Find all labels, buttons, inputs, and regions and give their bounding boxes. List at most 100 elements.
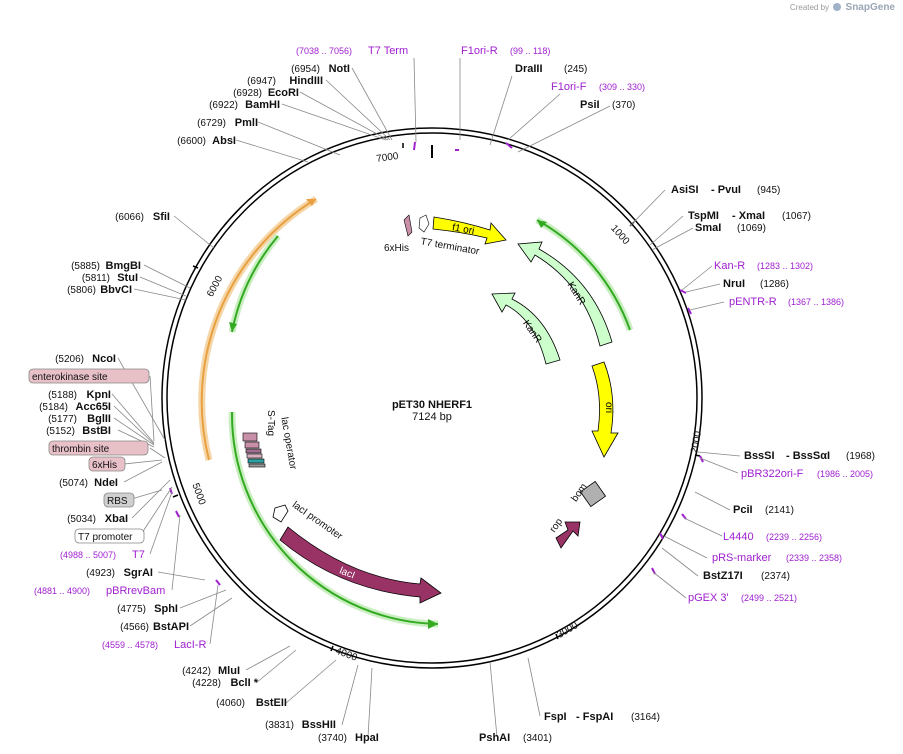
enzyme-pmli: PmlI xyxy=(235,117,258,129)
feature-his-block xyxy=(246,453,263,459)
box-enterokinase xyxy=(28,368,150,384)
orf-green-3-arrowhead xyxy=(428,619,438,629)
feature-f1-ori xyxy=(432,216,507,245)
enzyme-smai: SmaI xyxy=(695,222,721,234)
enzyme-bbvci: BbvCI xyxy=(100,284,132,296)
enzyme-bcli: BclI * xyxy=(230,677,258,689)
box-enterokinase-label: enterokinase site xyxy=(32,372,108,383)
enzyme-sphi: SphI xyxy=(154,603,178,615)
box-rbs xyxy=(103,492,135,508)
enzyme-acc65i-pos: (5184) xyxy=(39,402,68,413)
plasmid-size: 7124 bp xyxy=(412,411,452,423)
enzyme-sfii: SfiI xyxy=(153,211,170,223)
orf-green-2-arrowhead xyxy=(537,220,547,228)
enzyme-asisi: AsiSI xyxy=(671,184,699,196)
enzyme-ndei-pos: (5074) xyxy=(59,478,88,489)
enzyme-stui-pos: (5811) xyxy=(82,273,110,284)
feature-enterokinase-block xyxy=(244,441,260,449)
primer-f1ori-r: F1ori-R xyxy=(461,45,498,57)
enzyme-xbai: XbaI xyxy=(105,513,128,525)
enzyme-bsssai: - BssSαI xyxy=(786,450,830,462)
primer-l4440-range: (2239 .. 2256) xyxy=(766,532,822,542)
primer-pentr-r-range: (1367 .. 1386) xyxy=(788,297,844,307)
feature-kanr-inner xyxy=(491,292,561,365)
enzyme-pvui: - PvuI xyxy=(711,184,741,196)
enzyme-bglii: BglII xyxy=(87,413,111,425)
primer-kan-r: Kan-R xyxy=(714,260,745,272)
enzyme-bsshii: BssHII xyxy=(302,719,336,731)
feature-rop xyxy=(555,521,581,549)
enzyme-hpai: HpaI xyxy=(355,732,379,744)
primer-mark-laci-r xyxy=(215,579,221,586)
enzyme-sgrai: SgrAI xyxy=(124,567,153,579)
enzyme-pshai: PshAI xyxy=(479,732,510,744)
box-rbs-label: RBS xyxy=(107,496,128,507)
orf-green-1 xyxy=(231,235,279,333)
primer-pgex3: pGEX 3' xyxy=(688,592,729,604)
feature-rop-label: rop xyxy=(548,516,566,535)
enzyme-pcii: PciI xyxy=(733,504,753,516)
primer-prs-marker: pRS-marker xyxy=(712,552,772,564)
orf-green-3 xyxy=(230,411,439,625)
primer-pbrrevbam-range: (4881 .. 4900) xyxy=(34,586,90,596)
enzyme-bmgbi: BmgBI xyxy=(106,260,141,272)
watermark-prefix: Created by xyxy=(789,3,830,12)
primer-f1ori-f-range: (309 .. 330) xyxy=(599,82,645,92)
feature-laci-label: lacI xyxy=(338,565,357,581)
primer-pgex3-range: (2499 .. 2521) xyxy=(741,593,797,603)
tick-label-3000: 3000 xyxy=(555,620,580,641)
enzyme-bsssi-pos: (1968) xyxy=(846,451,875,462)
feature-laci-promoter xyxy=(272,504,289,523)
primer-marks xyxy=(169,141,704,586)
primer-mark-t7term xyxy=(413,141,416,151)
enzyme-bmgbi-pos: (5885) xyxy=(71,261,100,272)
feature-stag-block xyxy=(242,432,258,442)
primer-mark-prs-marker xyxy=(659,532,664,540)
enzyme-bstapi-pos: (4566) xyxy=(120,622,149,633)
enzyme-labels-right: DraIII (245) PsiI (370) AsiSI - PvuI (94… xyxy=(318,63,875,744)
tick-mark-4000 xyxy=(330,645,334,652)
feature-stag-label: S-Tag xyxy=(265,410,276,436)
tick-mark-2000 xyxy=(694,454,701,457)
enzyme-sphi-pos: (4775) xyxy=(117,604,146,615)
enzyme-mlui: MluI xyxy=(218,665,240,677)
enzyme-xmai: - XmaI xyxy=(732,210,765,222)
backbone-inner xyxy=(166,132,698,664)
enzyme-nrui-pos: (1286) xyxy=(760,279,789,290)
feature-f1-ori-label: f1 ori xyxy=(451,222,475,237)
enzyme-smai-pos: (1069) xyxy=(737,223,766,234)
box-6xhis xyxy=(88,456,126,472)
primer-f1ori-f: F1ori-F xyxy=(551,81,587,93)
feature-thrombin-block xyxy=(245,448,262,454)
feature-kanr-outer xyxy=(517,241,613,347)
feature-t7-terminator xyxy=(418,214,430,233)
box-t7-promoter-label: T7 promoter xyxy=(78,532,133,543)
primer-mark-pbrrevbam xyxy=(175,510,180,518)
watermark-brand: SnapGene xyxy=(845,2,895,13)
enzyme-sgrai-pos: (4923) xyxy=(86,568,115,579)
primer-pbr322ori-f-range: (1986 .. 2005) xyxy=(817,469,873,479)
primer-mark-kan-r xyxy=(679,289,687,294)
plasmid-name: pET30 NHERF1 xyxy=(392,399,472,411)
enzyme-bstz17i-pos: (2374) xyxy=(761,571,790,582)
orf-arcs xyxy=(198,196,634,629)
primer-kan-r-range: (1283 .. 1302) xyxy=(757,261,813,271)
tick-mark-5000 xyxy=(172,494,179,498)
feature-6xhis-top xyxy=(403,214,413,237)
primer-mark-pentr-r xyxy=(687,307,692,315)
tick-label-6000: 6000 xyxy=(205,274,225,299)
enzyme-bsshii-pos: (3831) xyxy=(265,720,294,731)
feature-ori xyxy=(591,361,619,458)
enzyme-pcii-pos: (2141) xyxy=(765,505,794,516)
primer-pbr322ori-f: pBR322ori-F xyxy=(741,468,804,480)
enzyme-bstapi: BstAPI xyxy=(153,621,189,633)
enzyme-xbai-pos: (5034) xyxy=(67,514,96,525)
enzyme-psii: PsiI xyxy=(580,99,600,111)
box-6xhis-label: 6xHis xyxy=(92,460,117,471)
enzyme-psii-pos: (370) xyxy=(612,100,635,111)
enzyme-tspmi-pos: (1067) xyxy=(782,211,811,222)
snapgene-logo-icon xyxy=(833,3,842,11)
enzyme-asisi-pos: (945) xyxy=(757,185,780,196)
enzyme-ncoi: NcoI xyxy=(92,353,116,365)
